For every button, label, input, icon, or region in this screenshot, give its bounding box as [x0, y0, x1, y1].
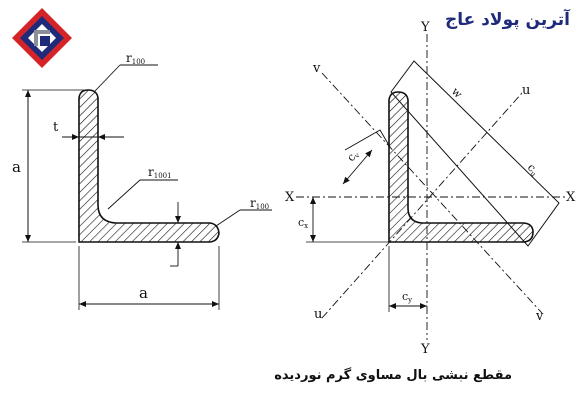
cy-label: cy — [402, 290, 412, 304]
w-label: w — [449, 85, 465, 101]
right-angle-figure: cv cu w cx cy Y Y X X v v u u — [285, 20, 576, 357]
axis-u-line — [321, 92, 523, 319]
axis-u-bottom-label: u — [314, 307, 322, 322]
radius-root-label: r1001 — [148, 165, 172, 180]
axis-v-bottom-label: v — [535, 309, 544, 324]
axis-u-top-label: u — [522, 83, 530, 98]
axis-x-left-label: X — [285, 190, 295, 205]
axis-y-top-label: Y — [420, 20, 430, 35]
brand-title: آترین پولاد عاج — [445, 10, 570, 30]
radius-toe-label: r100 — [250, 196, 269, 211]
left-angle-figure: a a t r100 r1001 r100 — [12, 51, 272, 310]
radius-toe-leader — [215, 209, 241, 227]
dim-t-label: t — [53, 120, 59, 135]
cv-dim-lines — [344, 129, 391, 151]
radius-root-leader — [107, 179, 141, 210]
figure-caption: مقطع نبشی بال مساوی گرم نوردیده — [274, 368, 512, 383]
axis-v-top-label: v — [312, 61, 321, 76]
bounding-square — [390, 60, 560, 247]
logo-inner-gray — [34, 30, 50, 46]
radius-top-label: r100 — [126, 51, 145, 66]
cu-label: cu — [524, 161, 542, 179]
company-logo — [12, 8, 72, 68]
cx-label: cx — [298, 216, 308, 230]
cv-dim-arrow — [342, 149, 373, 185]
right-angle-section — [388, 91, 534, 243]
cv-label: cv — [344, 148, 361, 165]
radius-top-leader — [94, 64, 121, 92]
dim-a-vertical-label: a — [12, 158, 21, 176]
logo-inner-bar — [40, 36, 50, 46]
axis-x-right-label: X — [566, 190, 576, 205]
axis-v-line — [321, 72, 543, 314]
dim-a-horizontal-label: a — [139, 284, 148, 302]
left-angle-section — [78, 89, 220, 243]
axis-y-bottom-label: Y — [420, 342, 430, 357]
